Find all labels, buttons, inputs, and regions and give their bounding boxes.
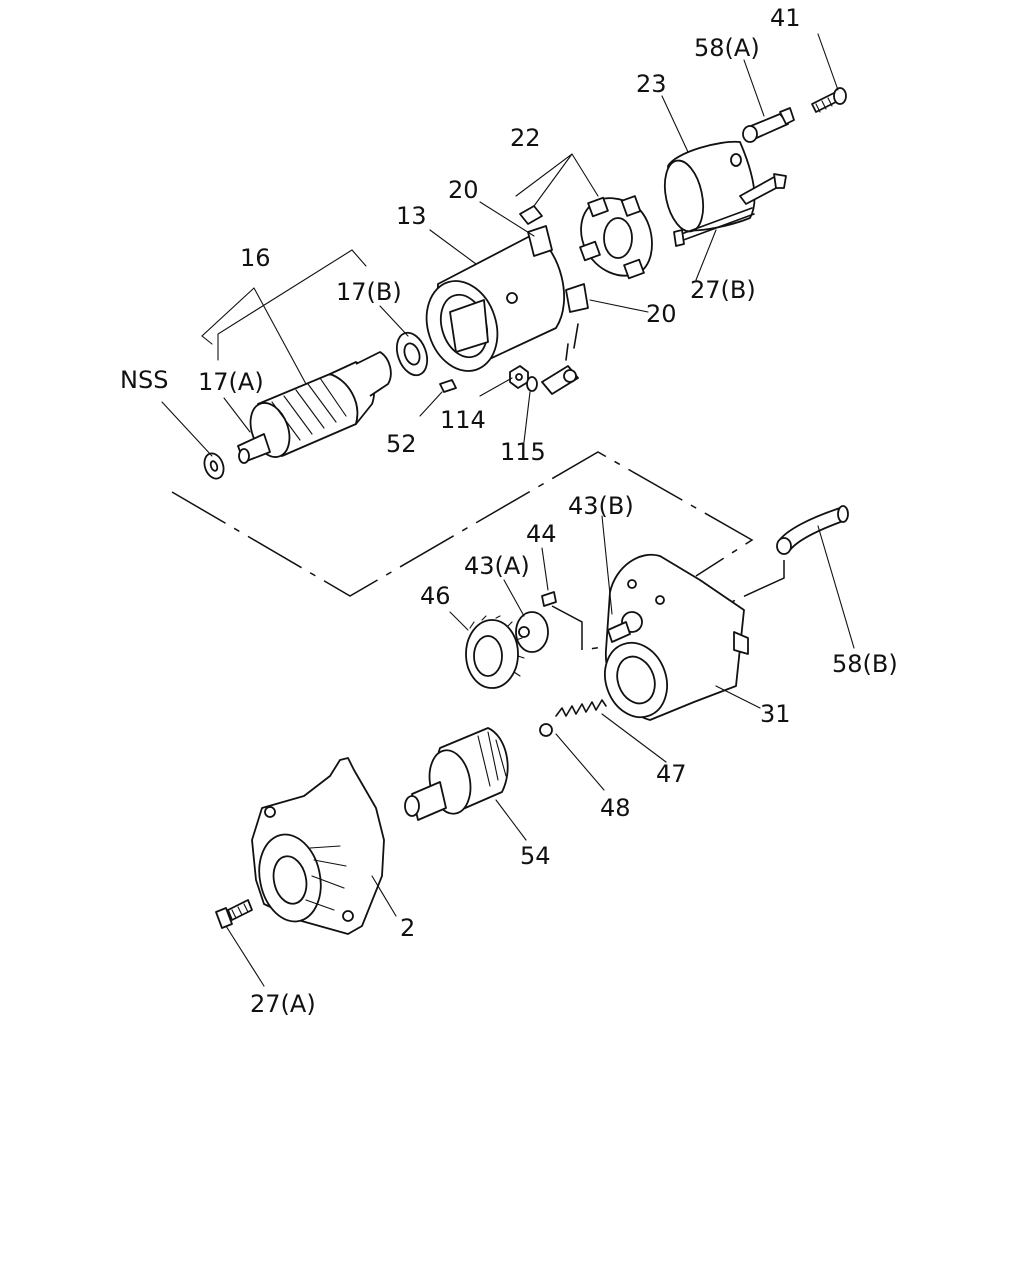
part-47-spring bbox=[555, 699, 607, 717]
terminal-lead bbox=[541, 323, 579, 395]
callout-115: 115 bbox=[500, 438, 546, 466]
callout-43b: 43(B) bbox=[568, 492, 634, 520]
gear-dashed-link bbox=[551, 605, 611, 651]
part-46-gear bbox=[465, 615, 525, 689]
part-16-armature bbox=[237, 351, 392, 464]
callout-23: 23 bbox=[636, 70, 667, 98]
callout-31: 31 bbox=[760, 700, 791, 728]
part-43a-gear bbox=[515, 611, 549, 653]
callout-2: 2 bbox=[400, 914, 415, 942]
callout-114: 114 bbox=[440, 406, 486, 434]
part-41-bolt bbox=[811, 87, 847, 113]
callout-41: 41 bbox=[770, 4, 801, 32]
part-114-nut bbox=[509, 365, 529, 389]
part-nss-washer bbox=[203, 452, 225, 480]
callout-43a: 43(A) bbox=[464, 552, 530, 580]
part-27a-bolt bbox=[215, 899, 253, 929]
callout-labels: 41 58(A) 23 22 20 13 20 27(B) 16 17(B) N… bbox=[120, 4, 898, 1018]
callout-22: 22 bbox=[510, 124, 541, 152]
part-48-ball bbox=[539, 723, 553, 737]
callout-58b: 58(B) bbox=[832, 650, 898, 678]
callout-27b: 27(B) bbox=[690, 276, 756, 304]
part-54-pinion bbox=[404, 727, 509, 821]
callout-48: 48 bbox=[600, 794, 631, 822]
part-23-end-cover bbox=[663, 140, 787, 233]
callout-16: 16 bbox=[240, 244, 271, 272]
part-58a-hose bbox=[742, 107, 795, 143]
part-58b-hose bbox=[776, 505, 849, 555]
leader-lines bbox=[161, 33, 855, 987]
callout-17a: 17(A) bbox=[198, 368, 264, 396]
callout-58a: 58(A) bbox=[694, 34, 760, 62]
callout-13: 13 bbox=[396, 202, 427, 230]
callout-27a: 27(A) bbox=[250, 990, 316, 1018]
callout-46: 46 bbox=[420, 582, 451, 610]
part-115-washer bbox=[526, 376, 538, 392]
assembly-dashed-outline-right bbox=[713, 560, 785, 611]
part-44-pin bbox=[541, 591, 557, 607]
callout-17b: 17(B) bbox=[336, 278, 402, 306]
part-17b-bearing bbox=[395, 331, 429, 377]
callout-47: 47 bbox=[656, 760, 687, 788]
part-2-drive-housing bbox=[251, 757, 385, 935]
callout-52: 52 bbox=[386, 430, 417, 458]
part-13-yoke bbox=[425, 225, 589, 372]
callout-20-right: 20 bbox=[646, 300, 677, 328]
part-22-brush-holder bbox=[519, 195, 653, 280]
callout-nss: NSS bbox=[120, 366, 168, 394]
part-27b-through-bolt bbox=[673, 207, 755, 247]
part-52-key bbox=[439, 379, 457, 393]
callout-20-top: 20 bbox=[448, 176, 479, 204]
callout-54: 54 bbox=[520, 842, 551, 870]
part-31-housing bbox=[604, 553, 749, 721]
assembly-dashed-outline bbox=[171, 451, 754, 597]
callout-44: 44 bbox=[526, 520, 557, 548]
